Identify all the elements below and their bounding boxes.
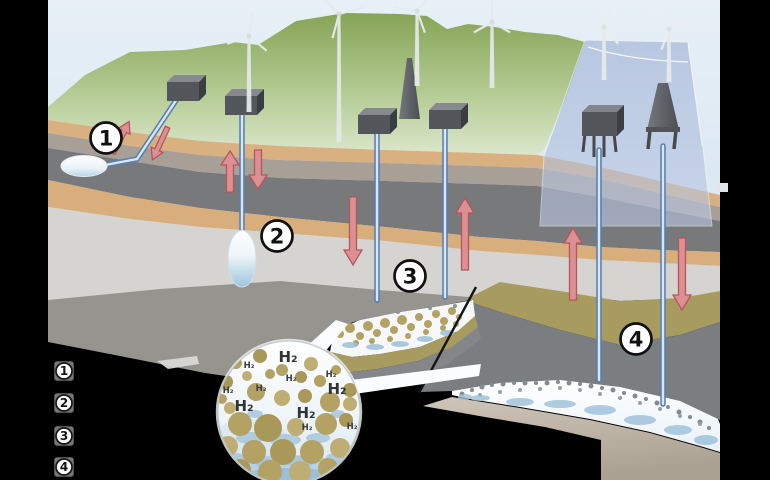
layer-light-gray (48, 207, 720, 301)
svg-text:1: 1 (60, 364, 68, 378)
wellhead-box-2 (225, 89, 264, 115)
layer-warm-gray (48, 133, 720, 221)
offshore-platform-icon (581, 105, 624, 157)
wind-turbine-6 (654, 11, 691, 82)
depleted-grains (336, 307, 462, 346)
h2-label-small: H₂ (326, 370, 337, 380)
h2-label-small: H₂ (244, 361, 255, 371)
depleted-gray-band (344, 327, 481, 391)
magnifier-beam-lower (318, 364, 481, 398)
flow-arrow-up-3 (454, 196, 476, 271)
legend-badge-2: 2 (54, 393, 74, 413)
svg-text:4: 4 (60, 460, 68, 474)
flow-arrow-down-4 (671, 237, 693, 312)
wind-turbine-2 (320, 0, 364, 142)
legend-badge-1: 1 (54, 361, 74, 381)
h2-label-small: H₂ (223, 386, 234, 396)
h2-label-large: H₂ (278, 348, 297, 366)
reservoir-depleted-field (330, 300, 481, 391)
basement-beige (423, 397, 720, 480)
h2-label-large: H₂ (327, 380, 346, 398)
aquifer-grain-dots-row2 (478, 386, 702, 426)
sea-surface (539, 39, 713, 227)
layer-sand-lower (48, 180, 720, 266)
wells (97, 96, 666, 407)
flow-arrow-down-2 (247, 149, 269, 191)
sea (539, 39, 713, 227)
depleted-gray-dots (343, 304, 457, 322)
wind-turbine-1 (227, 13, 268, 112)
sea-edge-line (687, 44, 703, 147)
h2-label-large: H₂ (234, 397, 253, 415)
h2-label-small: H₂ (286, 374, 297, 384)
svg-text:2: 2 (270, 225, 285, 249)
edge-highlight (157, 356, 199, 369)
flow-arrow-down-3 (342, 196, 364, 267)
drilling-derrick-icon (646, 83, 680, 150)
rock-cavern (60, 155, 108, 177)
h2-label-small: H₂ (302, 423, 313, 433)
legend: 1 2 3 4 (54, 361, 74, 477)
depleted-olive-band (330, 316, 478, 373)
storage-marker-3: 3 (393, 259, 427, 293)
storage-marker-4: 4 (619, 322, 653, 356)
svg-text:1: 1 (99, 127, 114, 151)
svg-text:4: 4 (629, 328, 644, 352)
aquifer-water-patches (458, 394, 718, 445)
wind-turbine-4 (473, 1, 511, 88)
surface-structures (167, 58, 680, 157)
obelisk-monument-icon (399, 58, 420, 119)
h2-label-small: H₂ (256, 384, 267, 394)
wind-turbines (227, 0, 691, 142)
coastline (587, 46, 689, 63)
aquifer-lens (452, 380, 720, 452)
wellhead-box-3 (358, 108, 397, 134)
h2-label-large: H₂ (296, 404, 315, 422)
layer-deep-gray (420, 303, 720, 420)
salt-cavern (227, 229, 257, 288)
layer-olive-caprock (470, 282, 720, 345)
wind-turbine-3 (394, 0, 433, 86)
svg-text:3: 3 (60, 429, 68, 443)
letterbox-right (720, 0, 770, 480)
letterbox-left (0, 0, 48, 480)
svg-text:3: 3 (403, 265, 418, 289)
wellhead-box-1 (167, 75, 206, 101)
aquifer-grain-dots (459, 380, 711, 430)
flow-arrow-up-4 (562, 226, 584, 301)
h2-label-small: H₂ (347, 422, 358, 432)
storage-marker-1: 1 (89, 121, 123, 155)
legend-badge-3: 3 (54, 426, 74, 446)
wind-turbine-5 (582, 5, 619, 80)
flow-arrow-down-1 (150, 125, 171, 161)
storage-markers: 1 2 3 4 (89, 121, 653, 356)
reservoir-aquifer (452, 380, 720, 452)
well-pipe-1 (97, 96, 180, 169)
storage-marker-2: 2 (260, 219, 294, 253)
legend-badge-4: 4 (54, 457, 74, 477)
flow-arrow-up-2 (219, 149, 241, 193)
wellhead-box-4 (429, 103, 468, 129)
layer-mid-gray (48, 281, 475, 381)
svg-text:2: 2 (60, 396, 68, 410)
edge-artifact (717, 183, 728, 192)
